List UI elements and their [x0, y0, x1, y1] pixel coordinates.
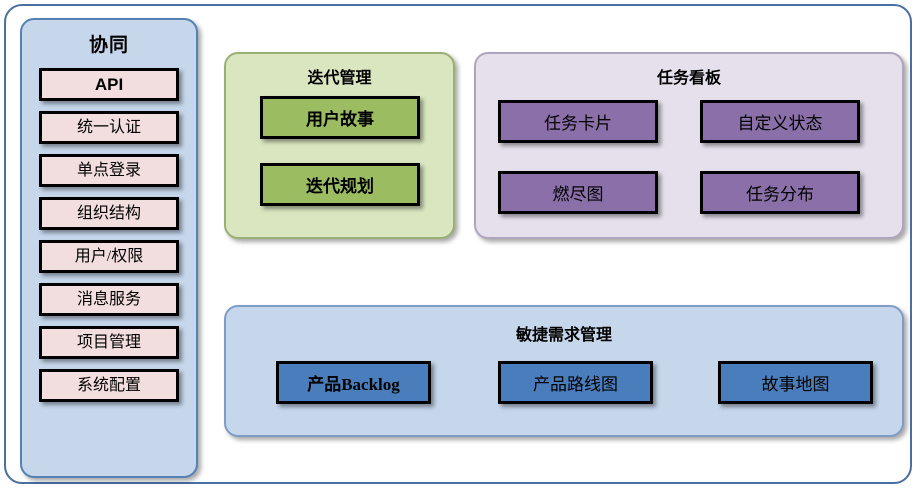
- iteration-item-label: 用户故事: [306, 110, 374, 129]
- sidebar-item-label: 项目管理: [76, 333, 141, 351]
- panel-task-board-title: 任务看板: [656, 70, 721, 87]
- sidebar-item-single-sign-on[interactable]: 单点登录: [39, 154, 179, 187]
- iteration-item-label: 迭代规划: [306, 177, 374, 196]
- agile-item-product-roadmap[interactable]: 产品路线图: [498, 361, 653, 404]
- panel-iteration-management-title: 迭代管理: [307, 70, 372, 87]
- panel-collaboration: 协同 API 统一认证 单点登录 组织结构 用户/权限 消息服务 项目管理: [20, 18, 198, 478]
- sidebar-item-org-structure[interactable]: 组织结构: [39, 197, 179, 230]
- sidebar-item-project-management[interactable]: 项目管理: [39, 326, 179, 359]
- taskboard-item-label: 自定义状态: [737, 114, 823, 133]
- taskboard-item-task-card[interactable]: 任务卡片: [498, 100, 658, 143]
- diagram-outer-frame: 协同 API 统一认证 单点登录 组织结构 用户/权限 消息服务 项目管理: [4, 4, 912, 484]
- sidebar-item-label: 单点登录: [76, 161, 141, 179]
- panel-task-board: 任务看板 任务卡片 自定义状态 燃尽图 任务分布: [474, 52, 904, 239]
- sidebar-item-message-service[interactable]: 消息服务: [39, 283, 179, 316]
- sidebar-item-user-permission[interactable]: 用户/权限: [39, 240, 179, 273]
- agile-item-product-backlog[interactable]: 产品Backlog: [276, 361, 431, 404]
- sidebar-item-label: 统一认证: [76, 118, 141, 136]
- sidebar-item-api[interactable]: API: [39, 68, 179, 101]
- agile-item-story-map[interactable]: 故事地图: [718, 361, 873, 404]
- sidebar-item-label: 用户/权限: [74, 247, 144, 265]
- panel-agile-requirement-management: 敏捷需求管理 产品Backlog 产品路线图 故事地图: [224, 305, 904, 437]
- taskboard-item-label: 燃尽图: [552, 185, 604, 204]
- panel-collaboration-title: 协同: [88, 35, 129, 56]
- agile-item-label: 故事地图: [761, 375, 830, 394]
- agile-item-label: 产品Backlog: [307, 375, 400, 394]
- taskboard-item-label: 任务分布: [746, 185, 814, 204]
- sidebar-item-system-config[interactable]: 系统配置: [39, 369, 179, 402]
- iteration-item-user-story[interactable]: 用户故事: [260, 96, 420, 139]
- taskboard-item-task-distribution[interactable]: 任务分布: [700, 171, 860, 214]
- sidebar-item-label: 组织结构: [76, 204, 141, 222]
- agile-item-label: 产品路线图: [533, 375, 618, 394]
- iteration-item-iteration-planning[interactable]: 迭代规划: [260, 163, 420, 206]
- panel-iteration-management: 迭代管理 用户故事 迭代规划: [224, 52, 455, 239]
- sidebar-item-unified-auth[interactable]: 统一认证: [39, 111, 179, 144]
- collaboration-item-list: API 统一认证 单点登录 组织结构 用户/权限 消息服务 项目管理 系统配置: [39, 68, 179, 412]
- sidebar-item-label: 消息服务: [76, 290, 141, 308]
- sidebar-item-label: 系统配置: [76, 376, 141, 394]
- taskboard-item-burndown-chart[interactable]: 燃尽图: [498, 171, 658, 214]
- taskboard-item-custom-status[interactable]: 自定义状态: [700, 100, 860, 143]
- taskboard-item-label: 任务卡片: [544, 114, 612, 133]
- panel-agile-requirement-management-title: 敏捷需求管理: [515, 327, 612, 344]
- sidebar-item-label: API: [94, 75, 124, 94]
